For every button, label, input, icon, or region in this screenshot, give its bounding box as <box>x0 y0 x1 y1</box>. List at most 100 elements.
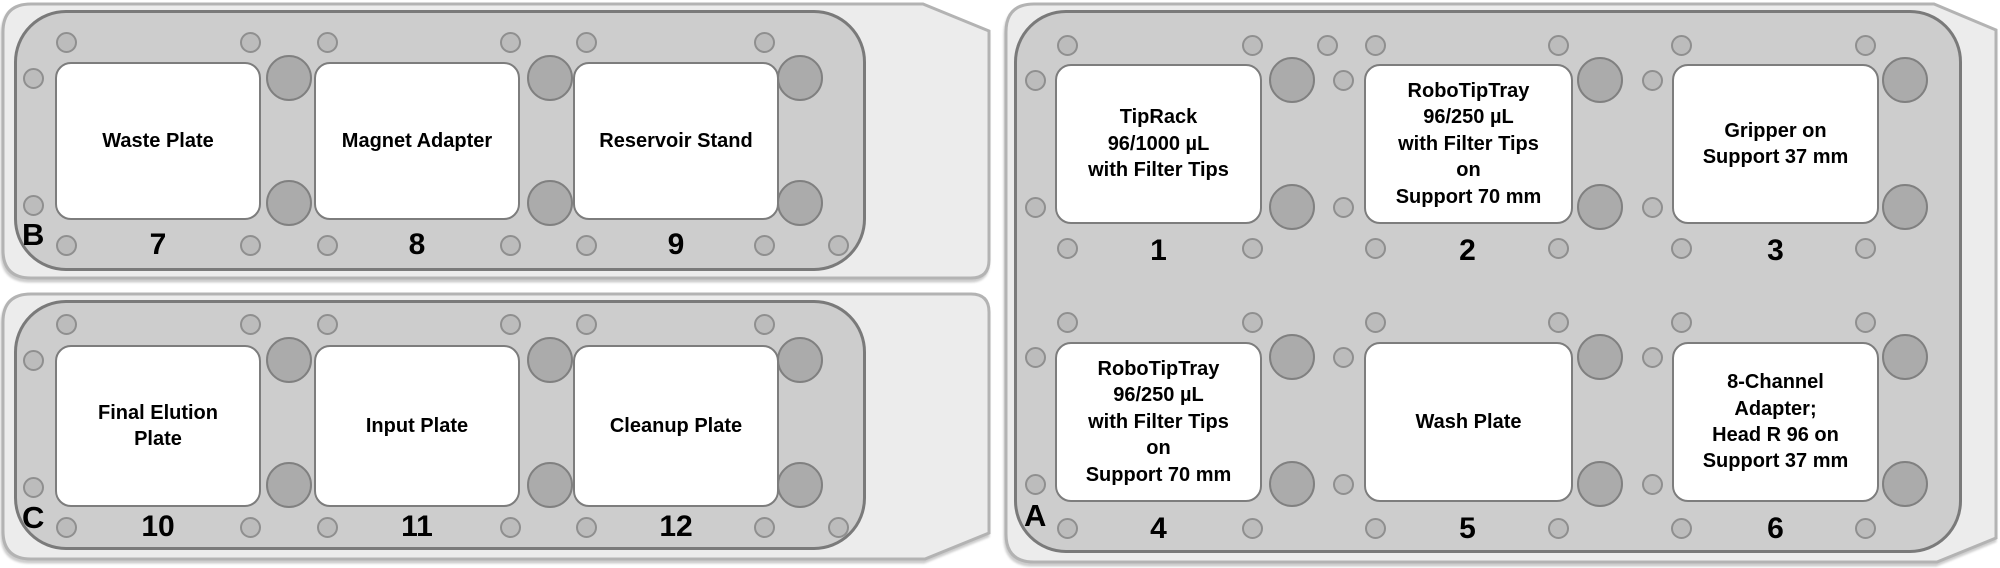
position-number-1: 1 <box>1150 234 1167 267</box>
deck-label-a: A <box>1024 498 1047 533</box>
screw-hole-icon <box>1024 196 1046 218</box>
position-number-4: 4 <box>1150 512 1167 545</box>
mounting-post-icon <box>266 180 312 226</box>
mounting-post-icon <box>1882 461 1928 507</box>
mounting-post-icon <box>1577 57 1623 103</box>
mounting-post-icon <box>527 337 573 383</box>
screw-hole-icon <box>499 234 521 256</box>
screw-hole-icon <box>753 516 775 538</box>
screw-hole-icon <box>1332 473 1354 495</box>
deck-position-4[interactable]: RoboTipTray 96/250 µL with Filter Tips o… <box>1055 342 1262 502</box>
screw-hole-icon <box>499 313 521 335</box>
mounting-post-icon <box>527 462 573 508</box>
screw-hole-icon <box>1641 69 1663 91</box>
screw-hole-icon <box>753 31 775 53</box>
mounting-post-icon <box>1269 57 1315 103</box>
screw-hole-icon <box>316 31 338 53</box>
screw-hole-icon <box>575 313 597 335</box>
screw-hole-icon <box>1056 34 1078 56</box>
position-number-12: 12 <box>659 510 693 543</box>
mounting-post-icon <box>1882 184 1928 230</box>
mounting-post-icon <box>1269 184 1315 230</box>
mounting-post-icon <box>1577 461 1623 507</box>
screw-hole-icon <box>1056 517 1078 539</box>
deck-position-11[interactable]: Input Plate <box>314 345 520 507</box>
screw-hole-icon <box>1670 237 1692 259</box>
screw-hole-icon <box>1670 34 1692 56</box>
screw-hole-icon <box>1332 196 1354 218</box>
screw-hole-icon <box>753 313 775 335</box>
position-number-3: 3 <box>1767 234 1784 267</box>
screw-hole-icon <box>239 516 261 538</box>
mounting-post-icon <box>266 55 312 101</box>
deck-label-c: C <box>22 500 45 535</box>
screw-hole-icon <box>1641 196 1663 218</box>
screw-hole-icon <box>55 234 77 256</box>
screw-hole-icon <box>1024 346 1046 368</box>
mounting-post-icon <box>527 55 573 101</box>
screw-hole-icon <box>22 476 44 498</box>
position-number-8: 8 <box>408 228 426 261</box>
screw-hole-icon <box>1241 237 1263 259</box>
screw-hole-icon <box>1241 311 1263 333</box>
screw-hole-icon <box>1641 473 1663 495</box>
screw-hole-icon <box>1547 517 1569 539</box>
mounting-post-icon <box>266 462 312 508</box>
mounting-post-icon <box>266 337 312 383</box>
screw-hole-icon <box>316 313 338 335</box>
screw-hole-icon <box>575 516 597 538</box>
position-number-11: 11 <box>401 510 433 543</box>
screw-hole-icon <box>575 234 597 256</box>
deck-position-7[interactable]: Waste Plate <box>55 62 261 220</box>
screw-hole-icon <box>1056 237 1078 259</box>
deck-position-8[interactable]: Magnet Adapter <box>314 62 520 220</box>
screw-hole-icon <box>1241 34 1263 56</box>
screw-hole-icon <box>316 516 338 538</box>
mounting-post-icon <box>1882 334 1928 380</box>
screw-hole-icon <box>1241 517 1263 539</box>
screw-hole-icon <box>827 234 849 256</box>
screw-hole-icon <box>753 234 775 256</box>
screw-hole-icon <box>499 516 521 538</box>
screw-hole-icon <box>1024 473 1046 495</box>
position-number-2: 2 <box>1459 234 1476 267</box>
deck-position-6[interactable]: 8-Channel Adapter; Head R 96 on Support … <box>1672 342 1879 502</box>
deck-position-9[interactable]: Reservoir Stand <box>573 62 779 220</box>
position-number-6: 6 <box>1767 512 1784 545</box>
screw-hole-icon <box>22 349 44 371</box>
screw-hole-icon <box>239 31 261 53</box>
screw-hole-icon <box>22 67 44 89</box>
deck-position-12[interactable]: Cleanup Plate <box>573 345 779 507</box>
screw-hole-icon <box>1547 311 1569 333</box>
screw-hole-icon <box>1364 311 1386 333</box>
deck-position-10[interactable]: Final Elution Plate <box>55 345 261 507</box>
deck-position-3[interactable]: Gripper on Support 37 mm <box>1672 64 1879 224</box>
mounting-post-icon <box>527 180 573 226</box>
screw-hole-icon <box>1641 346 1663 368</box>
screw-hole-icon <box>55 313 77 335</box>
screw-hole-icon <box>1364 517 1386 539</box>
screw-hole-icon <box>1364 34 1386 56</box>
deck-position-1[interactable]: TipRack 96/1000 µL with Filter Tips <box>1055 64 1262 224</box>
screw-hole-icon <box>1316 34 1338 56</box>
screw-hole-icon <box>1332 69 1354 91</box>
mounting-post-icon <box>1882 57 1928 103</box>
deck-position-2[interactable]: RoboTipTray 96/250 µL with Filter Tips o… <box>1364 64 1573 224</box>
screw-hole-icon <box>827 516 849 538</box>
screw-hole-icon <box>1332 346 1354 368</box>
screw-hole-icon <box>1854 237 1876 259</box>
mounting-post-icon <box>777 462 823 508</box>
position-number-7: 7 <box>149 228 167 261</box>
screw-hole-icon <box>575 31 597 53</box>
mounting-post-icon <box>1269 334 1315 380</box>
position-number-9: 9 <box>667 228 685 261</box>
screw-hole-icon <box>1056 311 1078 333</box>
screw-hole-icon <box>1854 311 1876 333</box>
screw-hole-icon <box>1547 237 1569 259</box>
mounting-post-icon <box>1269 461 1315 507</box>
screw-hole-icon <box>499 31 521 53</box>
mounting-post-icon <box>1577 184 1623 230</box>
position-number-5: 5 <box>1459 512 1476 545</box>
deck-position-5[interactable]: Wash Plate <box>1364 342 1573 502</box>
